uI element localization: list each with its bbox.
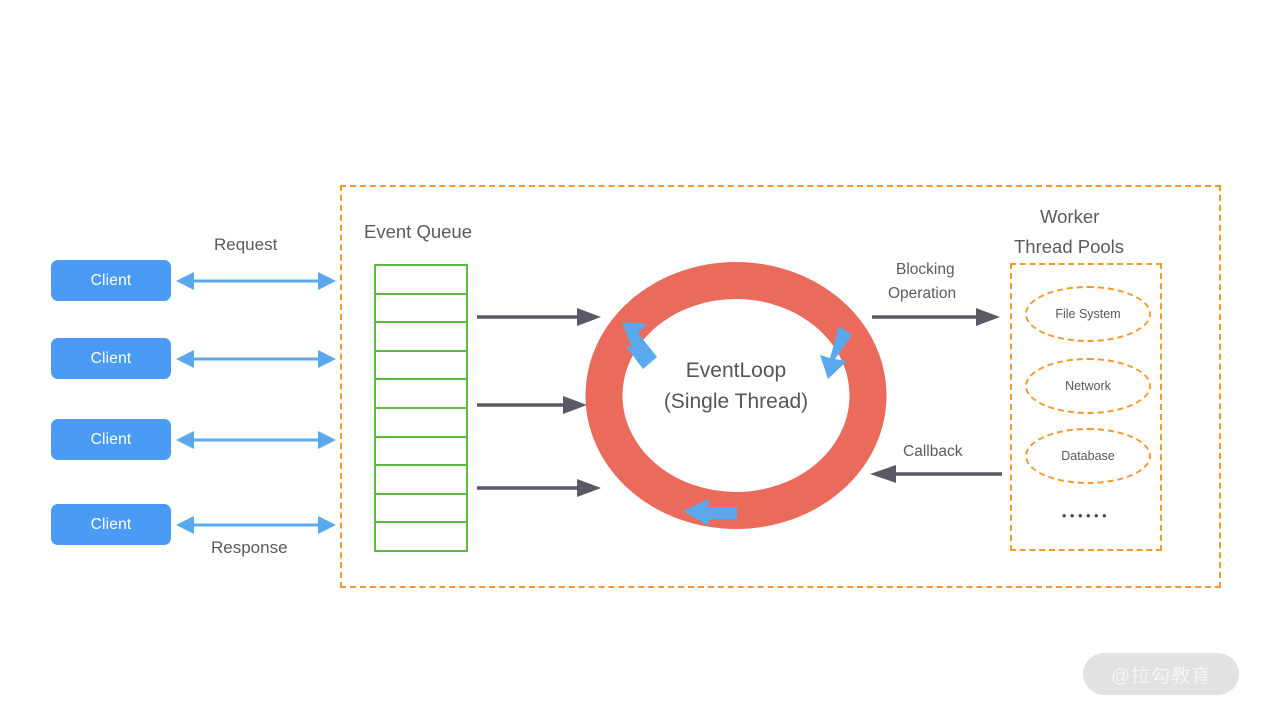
worker-thread-pools-box: File System Network Database •••••• [1010,263,1162,551]
watermark: @拉勾教育 [1083,653,1239,695]
callback-label: Callback [903,443,963,460]
worker-pool-label: Database [1061,449,1115,463]
worker-thread-pools-label-line1: Worker [1040,206,1100,227]
client-connector-arrow-2 [176,348,336,370]
callback-arrow [870,464,1002,484]
client-label: Client [90,271,132,289]
queue-cell [376,523,466,550]
client-connector-arrow-1 [176,270,336,292]
queue-cell [376,323,466,352]
client-label: Client [90,430,132,448]
worker-thread-pools-label-line2: Thread Pools [1014,236,1125,257]
worker-pool-database[interactable]: Database [1025,428,1151,484]
client-connector-arrow-3 [176,429,336,451]
eventloop-ring [585,262,887,529]
arrow-left-icon [683,499,737,526]
client-label: Client [90,349,132,367]
queue-cell [376,466,466,495]
worker-pool-network[interactable]: Network [1025,358,1151,414]
watermark-text: @拉勾教育 [1110,665,1212,687]
client-box-4[interactable]: Client [51,504,171,545]
queue-to-loop-arrow-1 [477,307,601,327]
client-connector-arrow-4 [176,514,336,536]
queue-cell [376,352,466,381]
worker-pool-label: File System [1055,307,1121,321]
arrow-down-icon [820,326,852,379]
queue-to-loop-arrow-3 [477,478,601,498]
queue-cell [376,409,466,438]
queue-cell [376,266,466,295]
queue-cell [376,295,466,324]
response-label: Response [211,538,288,557]
client-label: Client [90,515,132,533]
blocking-operation-label-line1: Blocking [896,261,955,278]
server-boundary [340,185,1221,588]
queue-cell [376,380,466,409]
client-box-2[interactable]: Client [51,338,171,379]
request-label: Request [214,235,278,254]
queue-cell [376,438,466,467]
event-queue-label: Event Queue [364,221,472,242]
blocking-operation-label-line2: Operation [888,285,957,302]
client-box-1[interactable]: Client [51,260,171,301]
client-box-3[interactable]: Client [51,419,171,460]
event-queue-stack [374,264,468,552]
worker-pool-file-system[interactable]: File System [1025,286,1151,342]
queue-cell [376,495,466,524]
worker-pool-label: Network [1065,379,1111,393]
queue-to-loop-arrow-2 [477,395,587,415]
arrow-up-icon [622,322,657,369]
worker-pool-more-dots: •••••• [1061,508,1111,523]
blocking-operation-arrow [872,307,1000,327]
